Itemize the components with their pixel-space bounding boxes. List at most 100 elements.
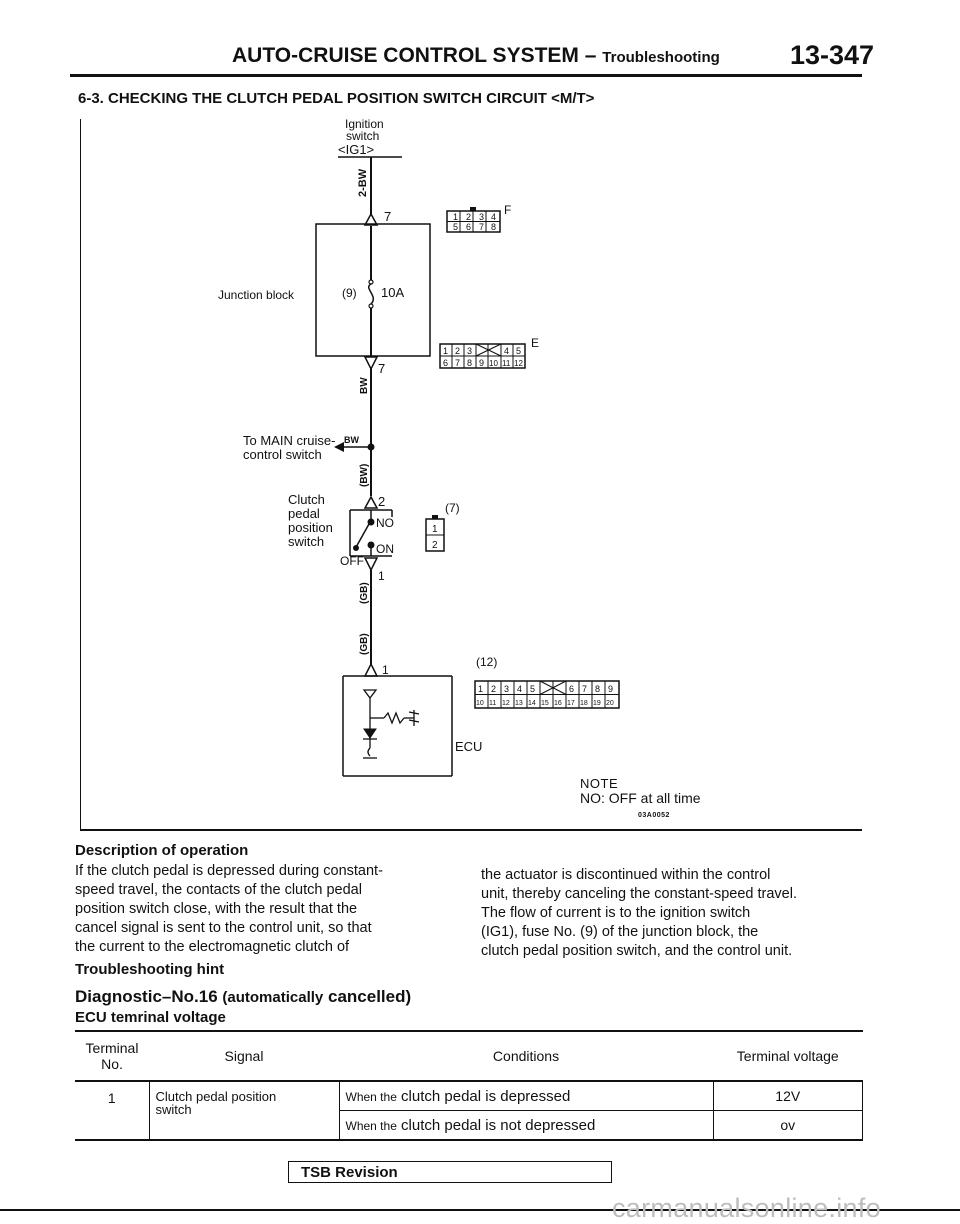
conn-f-label: F	[504, 203, 511, 217]
fuse-number: (9)	[342, 286, 357, 300]
off-label: OFF	[340, 554, 364, 568]
conn-f-pin-7: 7	[479, 222, 484, 232]
col-terminal-header-line1: Terminal	[85, 1040, 139, 1056]
col-conditions-header: Conditions	[339, 1030, 713, 1082]
conn-12-pin-7: 7	[582, 684, 587, 694]
conn-e-pin-1: 1	[443, 346, 448, 356]
fuse-rating: 10A	[381, 285, 404, 300]
header-title-separator: –	[584, 44, 597, 67]
no-label: NO	[376, 516, 394, 530]
signal-cell: Clutch pedal position switch	[148, 1081, 339, 1141]
figure-frame-bottom	[80, 829, 862, 831]
note-text: NO: OFF at all time	[580, 790, 701, 806]
description-line: The flow of current is to the ignition s…	[481, 905, 751, 921]
troubleshooting-hint-heading: Troubleshooting hint	[75, 961, 225, 978]
conn-e-pin-9: 9	[479, 358, 484, 368]
conn-12-pin-15: 15	[541, 700, 549, 707]
condition-text: clutch pedal is depressed	[401, 1087, 571, 1105]
clutch-label-1: Clutch	[288, 492, 325, 507]
connector-f: 1 2 3 4 5 6 7 8	[446, 207, 501, 233]
terminal-cell: 1	[75, 1081, 149, 1141]
connector-12: 1 2 3 4 5 6 7 8 9 10 11 12 13 14 15 16 1…	[474, 680, 620, 709]
description-line: clutch pedal position switch, and the co…	[481, 943, 793, 959]
on-label: ON	[376, 542, 394, 556]
condition-cell-2: When the clutch pedal is not depressed	[338, 1110, 713, 1141]
description-line: the actuator is discontinued within the …	[481, 867, 771, 883]
conn-f-pin-8: 8	[491, 222, 496, 232]
conn-e-pin-3: 3	[467, 346, 472, 356]
connector-7: 1 2	[425, 515, 445, 552]
conn-e-pin-4: 4	[504, 346, 509, 356]
diagnostic-note-2: cancelled)	[328, 987, 412, 1006]
note-heading: NOTE	[580, 776, 619, 791]
conn-12-label: (12)	[476, 655, 497, 669]
connector-e: 1 2 3 4 5 6 7 8 9 10 11 12	[439, 343, 526, 369]
page-header-title: AUTO-CRUISE CONTROL SYSTEM – Troubleshoo…	[232, 44, 720, 68]
conn-e-pin-12: 12	[514, 359, 523, 368]
table-header-row: Terminal No. Signal Conditions Terminal …	[75, 1030, 863, 1082]
figure-code: 03A0052	[638, 812, 670, 819]
diagnostic-label: Diagnostic–No.16	[75, 987, 218, 1006]
voltage-cell-2: ov	[712, 1110, 863, 1141]
footer-divider	[0, 1209, 960, 1211]
watermark: carmanualsonline.info	[612, 1193, 881, 1223]
conn-12-pin-19: 19	[593, 700, 601, 707]
description-line: the current to the electromagnetic clutc…	[75, 939, 350, 955]
signal-line-1: Clutch pedal position	[155, 1089, 277, 1104]
description-line: unit, thereby canceling the constant-spe…	[481, 886, 797, 902]
description-right-column: the actuator is discontinued within the …	[481, 866, 861, 961]
conn-12-pin-2: 2	[491, 684, 496, 694]
conn-e-pin-11: 11	[502, 359, 511, 368]
conn-7-pin-2: 2	[432, 540, 438, 551]
wire-gb-label-2: (GB)	[359, 633, 370, 655]
conn-12-pin-8: 8	[595, 684, 600, 694]
diagnostic-note: (automatically	[222, 989, 324, 1006]
conn-f-pin-6: 6	[466, 222, 471, 232]
conn-e-pin-6: 6	[443, 358, 448, 368]
header-divider	[70, 74, 862, 77]
page-number: 13-347	[790, 40, 875, 70]
terminal-voltage-table: Terminal No. Signal Conditions Terminal …	[75, 1030, 863, 1141]
table-row: When the clutch pedal is not depressed o…	[75, 1110, 863, 1141]
conn-e-label: E	[531, 336, 539, 350]
conn-e-pin-10: 10	[489, 359, 498, 368]
conn-12-pin-16: 16	[554, 700, 562, 707]
conn-12-pin-10: 10	[476, 700, 484, 707]
description-left-column: If the clutch pedal is depressed during …	[75, 862, 445, 957]
conn-e-pin-5: 5	[516, 346, 521, 356]
tsb-revision-box: TSB Revision	[288, 1161, 612, 1183]
conn-12-pin-6: 6	[569, 684, 574, 694]
col-voltage-header: Terminal voltage	[713, 1030, 863, 1082]
table-row: 1 Clutch pedal position switch When the …	[75, 1081, 863, 1141]
conn-12-pin-13: 13	[515, 700, 523, 707]
conn-12-pin-3: 3	[504, 684, 509, 694]
conn-f-pin-4: 4	[491, 212, 496, 222]
conn-7-pin-1: 1	[432, 524, 438, 535]
pin-1-switch: 1	[378, 569, 385, 583]
clutch-label-4: switch	[288, 534, 324, 549]
header-title-sub: Troubleshooting	[602, 49, 720, 66]
conn-12-pin-4: 4	[517, 684, 522, 694]
conn-12-pin-5: 5	[530, 684, 535, 694]
conn-f-pin-3: 3	[479, 212, 484, 222]
pin-7-bottom: 7	[378, 361, 385, 376]
conn-12-pin-11: 11	[489, 700, 496, 707]
conn-12-pin-17: 17	[567, 700, 575, 707]
condition-prefix: When the	[345, 1118, 397, 1133]
wire-bw-branch-label: BW	[344, 435, 359, 445]
ignition-label-1: Ignition	[345, 117, 384, 131]
to-main-label-2: control switch	[243, 447, 322, 462]
conn-12-pin-1: 1	[478, 684, 483, 694]
description-line: speed travel, the contacts of the clutch…	[75, 882, 362, 898]
wire-bw-paren-label: (BW)	[359, 464, 370, 487]
wire-gb-label-1: (GB)	[359, 582, 370, 604]
conn-7-label: (7)	[445, 501, 460, 515]
ecu-voltage-heading: ECU temrinal voltage	[75, 1009, 226, 1026]
conn-e-pin-7: 7	[455, 358, 460, 368]
pin-1-ecu: 1	[382, 663, 389, 677]
condition-text: clutch pedal is not depressed	[401, 1116, 596, 1134]
condition-cell-1: When the clutch pedal is depressed	[338, 1081, 713, 1111]
section-title: 6-3. CHECKING THE CLUTCH PEDAL POSITION …	[78, 90, 595, 107]
col-signal-header: Signal	[149, 1030, 339, 1082]
conn-f-pin-2: 2	[466, 212, 471, 222]
